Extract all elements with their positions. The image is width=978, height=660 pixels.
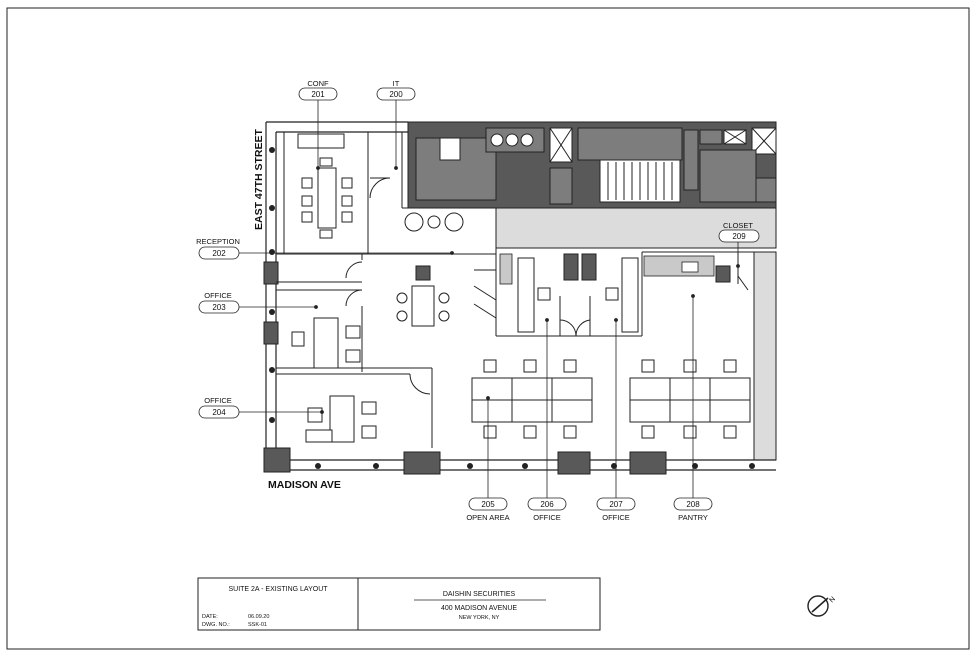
svg-text:206: 206 [540,500,554,509]
client-name: DAISHIN SECURITIES [443,591,516,598]
room-tag-office-207[interactable]: 207 OFFICE [596,497,636,522]
room-tag-open-area-205[interactable]: 205 OPEN AREA [466,497,510,522]
date-value: 06.09.20 [248,614,269,620]
stair-treads [607,162,673,200]
svg-text:209: 209 [732,232,746,241]
svg-text:CONF: CONF [307,79,329,88]
room-tag-closet[interactable]: CLOSET 209 [718,221,760,243]
svg-text:207: 207 [609,500,623,509]
columns [263,253,731,475]
title-block: SUITE 2A - EXISTING LAYOUT DATE: 06.09.2… [197,577,601,631]
furniture [291,133,751,443]
svg-text:202: 202 [212,249,226,258]
mullions [269,147,755,469]
svg-text:CLOSET: CLOSET [723,221,753,230]
floor-plan: EAST 47TH STREET MADISON AVE [253,121,777,491]
svg-text:203: 203 [212,303,226,312]
room-tag-office-203[interactable]: OFFICE 203 [198,291,240,314]
date-label: DATE: [202,614,218,620]
interior-walls [276,131,754,448]
project-city: NEW YORK, NY [459,615,500,621]
svg-text:201: 201 [311,90,325,99]
svg-text:RECEPTION: RECEPTION [196,237,240,246]
dwg-no-value: SSK-01 [248,622,267,628]
street-label-east: EAST 47TH STREET [253,128,265,230]
svg-text:PANTRY: PANTRY [678,513,708,522]
svg-text:208: 208 [686,500,700,509]
dwg-no-label: DWG. NO.: [202,622,230,628]
room-tag-pantry-208[interactable]: 208 PANTRY [673,497,713,522]
svg-text:IT: IT [393,79,400,88]
svg-text:OPEN AREA: OPEN AREA [466,513,509,522]
room-tag-it[interactable]: IT 200 [376,79,416,101]
north-arrow-icon: N [807,595,837,617]
reception-counter [499,253,513,285]
east-shaft [753,251,777,461]
svg-text:204: 204 [212,408,226,417]
svg-text:OFFICE: OFFICE [602,513,630,522]
room-tag-office-204[interactable]: OFFICE 204 [198,396,240,419]
svg-text:OFFICE: OFFICE [204,291,232,300]
street-label-south: MADISON AVE [268,479,341,491]
svg-text:OFFICE: OFFICE [204,396,232,405]
room-leaders [238,100,740,498]
svg-text:OFFICE: OFFICE [533,513,561,522]
room-tag-conf[interactable]: CONF 201 [298,79,338,101]
svg-text:200: 200 [389,90,403,99]
sheet-title: SUITE 2A - EXISTING LAYOUT [228,586,328,593]
room-tag-reception[interactable]: RECEPTION 202 [196,237,240,260]
sheet-border [6,7,970,650]
north-arrow-label: N [828,596,837,605]
project-address: 400 MADISON AVENUE [441,605,517,612]
room-tag-office-206[interactable]: 206 OFFICE [527,497,567,522]
pantry-counter [643,255,715,277]
pantry-sink [681,261,699,273]
svg-text:205: 205 [481,500,495,509]
